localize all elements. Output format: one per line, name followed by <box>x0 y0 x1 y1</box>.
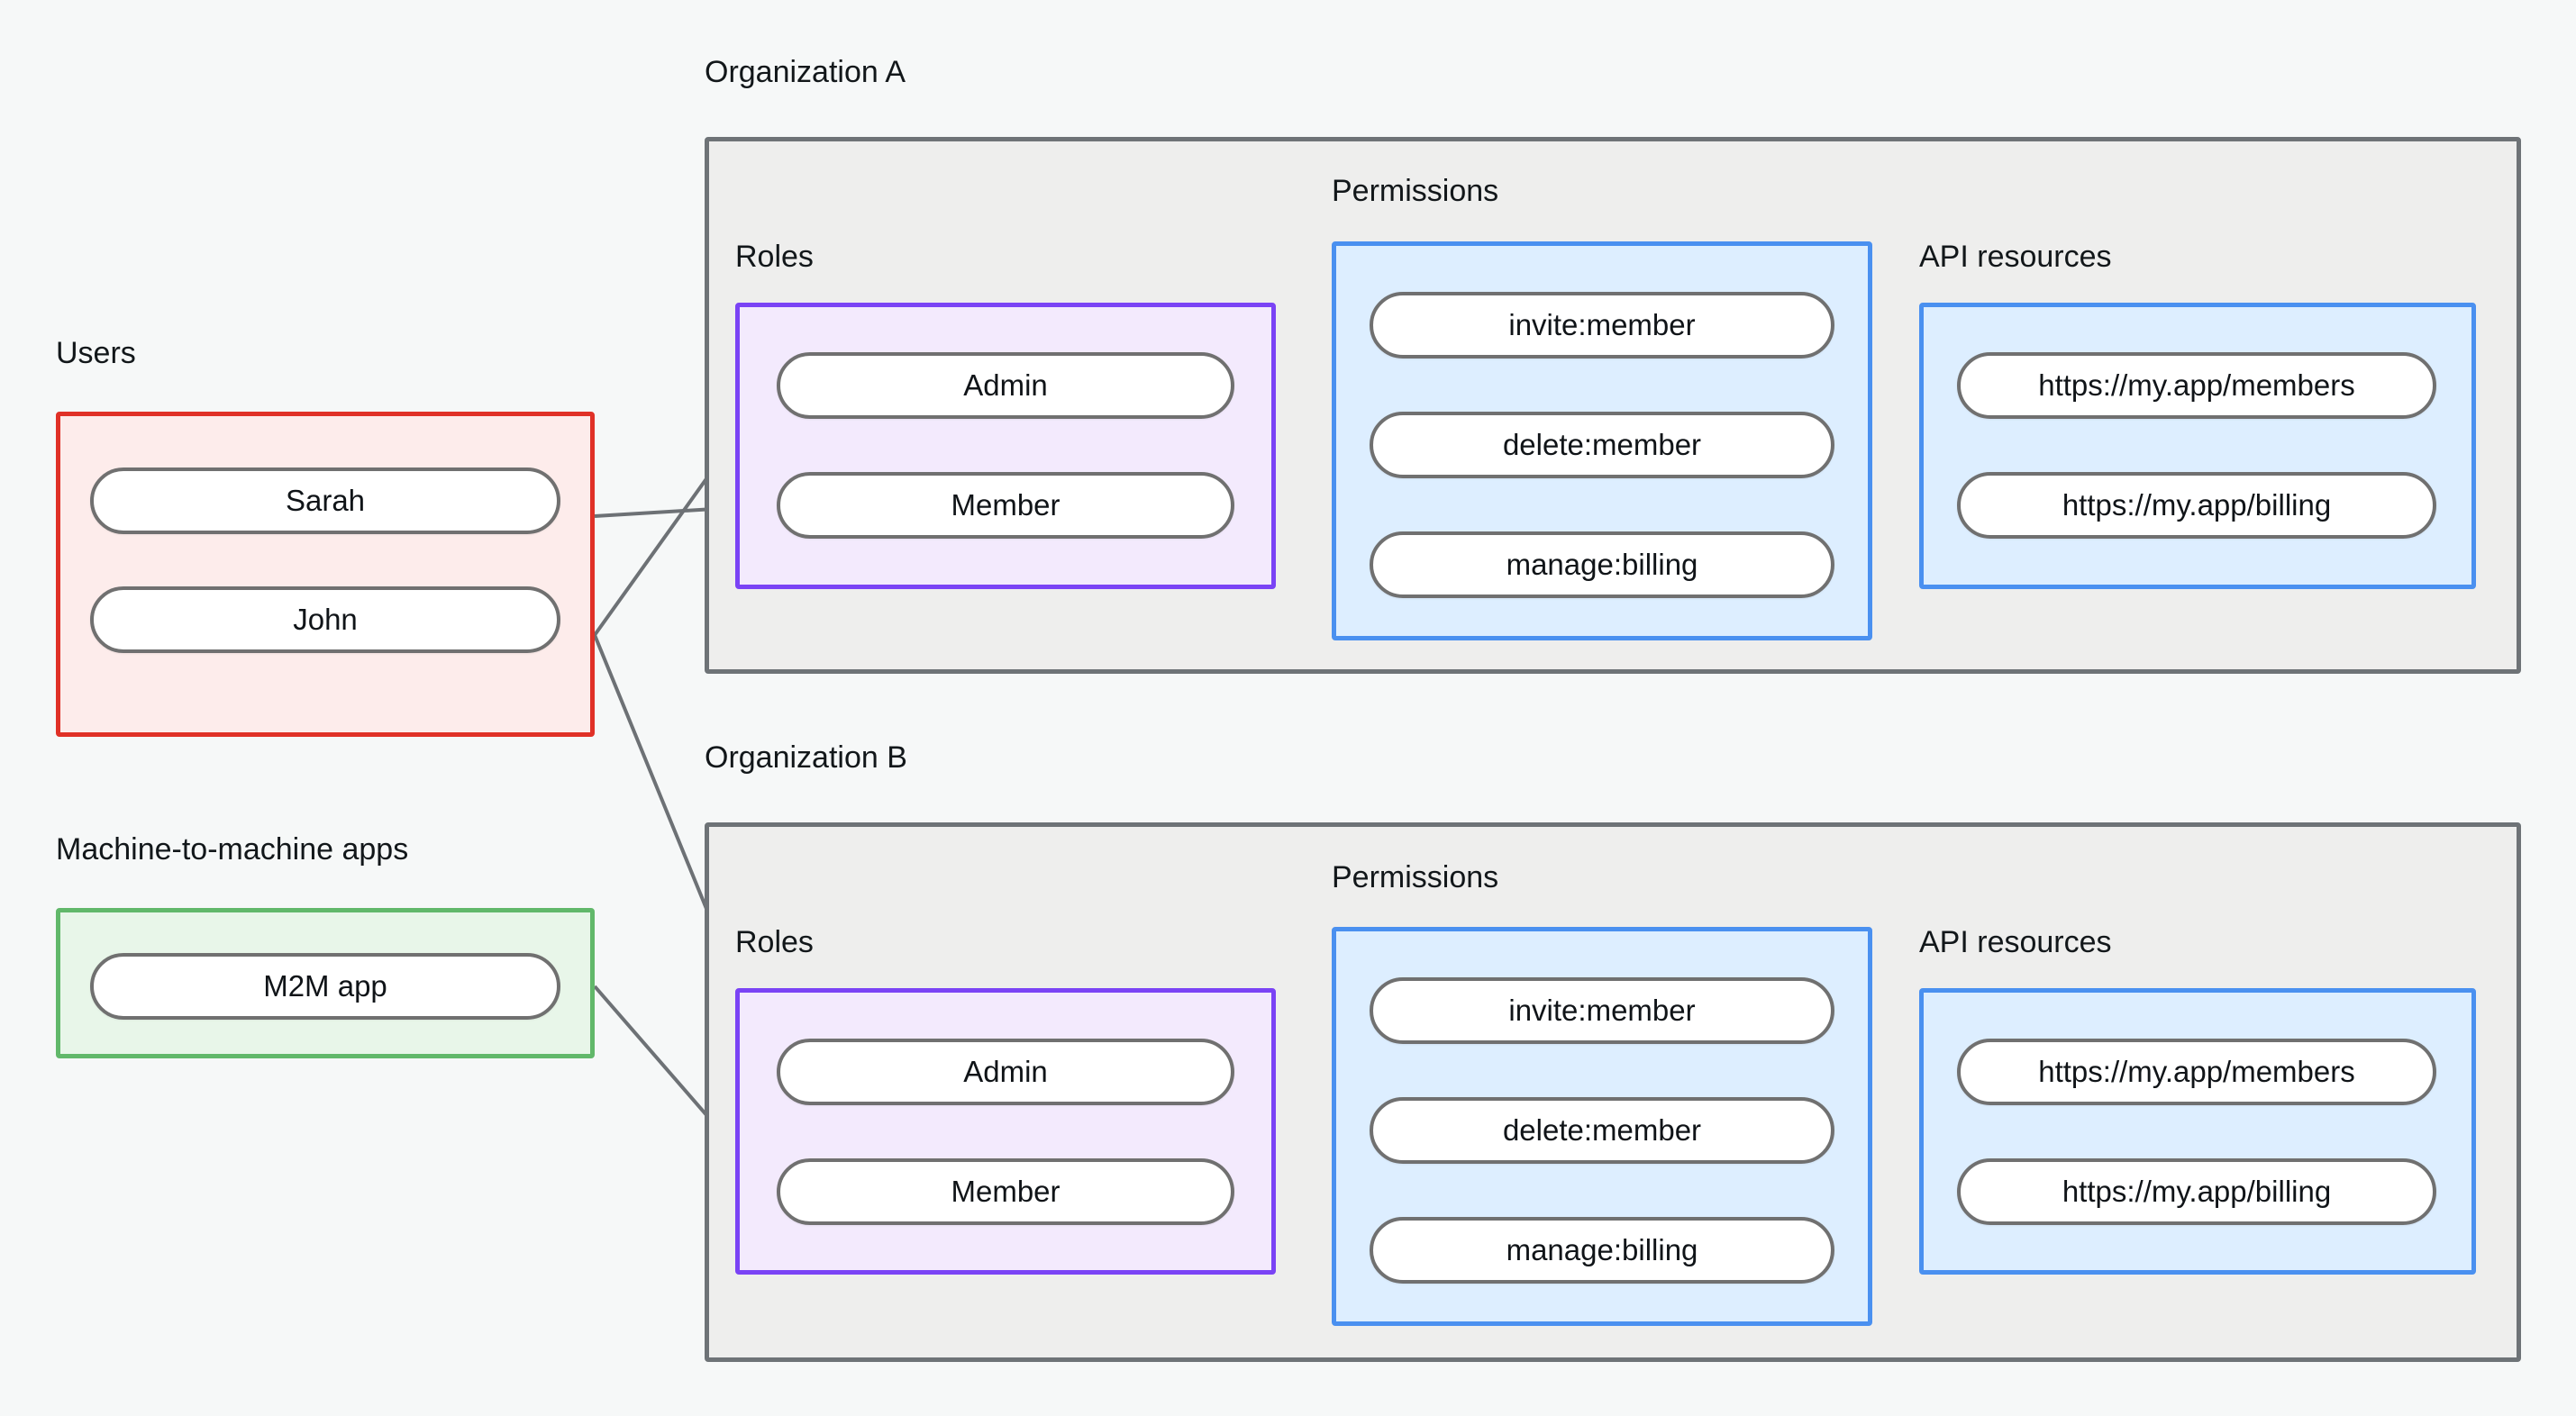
org-b-permission-delete-member[interactable]: delete:member <box>1370 1097 1834 1164</box>
m2m-node-app[interactable]: M2M app <box>90 953 560 1020</box>
org-b-api-resources-container <box>1919 988 2476 1275</box>
org-b-role-admin[interactable]: Admin <box>777 1039 1234 1105</box>
org-a-role-member[interactable]: Member <box>777 472 1234 539</box>
org-b-permission-manage-billing[interactable]: manage:billing <box>1370 1217 1834 1284</box>
org-a-roles-container <box>735 303 1276 589</box>
org-a-permission-delete-member[interactable]: delete:member <box>1370 412 1834 478</box>
org-b-api-resource-billing[interactable]: https://my.app/billing <box>1957 1158 2436 1225</box>
user-node-sarah[interactable]: Sarah <box>90 467 560 534</box>
org-b-api-resources-label: API resources <box>1919 925 2112 959</box>
org-b-roles-container <box>735 988 1276 1275</box>
org-a-api-resources-label: API resources <box>1919 240 2112 274</box>
org-b-permissions-label: Permissions <box>1332 860 1499 894</box>
org-a-permission-manage-billing[interactable]: manage:billing <box>1370 531 1834 598</box>
users-container <box>56 412 595 737</box>
org-a-api-resources-container <box>1919 303 2476 589</box>
org-a-api-resource-members[interactable]: https://my.app/members <box>1957 352 2436 419</box>
org-b-permission-invite-member[interactable]: invite:member <box>1370 977 1834 1044</box>
org-b-role-member[interactable]: Member <box>777 1158 1234 1225</box>
org-a-api-resource-billing[interactable]: https://my.app/billing <box>1957 472 2436 539</box>
m2m-group-label: Machine-to-machine apps <box>56 832 409 867</box>
org-a-permissions-label: Permissions <box>1332 174 1499 208</box>
org-a-roles-label: Roles <box>735 240 814 274</box>
org-b-label: Organization B <box>705 740 907 775</box>
org-b-api-resource-members[interactable]: https://my.app/members <box>1957 1039 2436 1105</box>
user-node-john[interactable]: John <box>90 586 560 653</box>
users-group-label: Users <box>56 336 136 370</box>
org-a-permission-invite-member[interactable]: invite:member <box>1370 292 1834 359</box>
org-a-label: Organization A <box>705 55 906 89</box>
org-b-roles-label: Roles <box>735 925 814 959</box>
org-a-role-admin[interactable]: Admin <box>777 352 1234 419</box>
